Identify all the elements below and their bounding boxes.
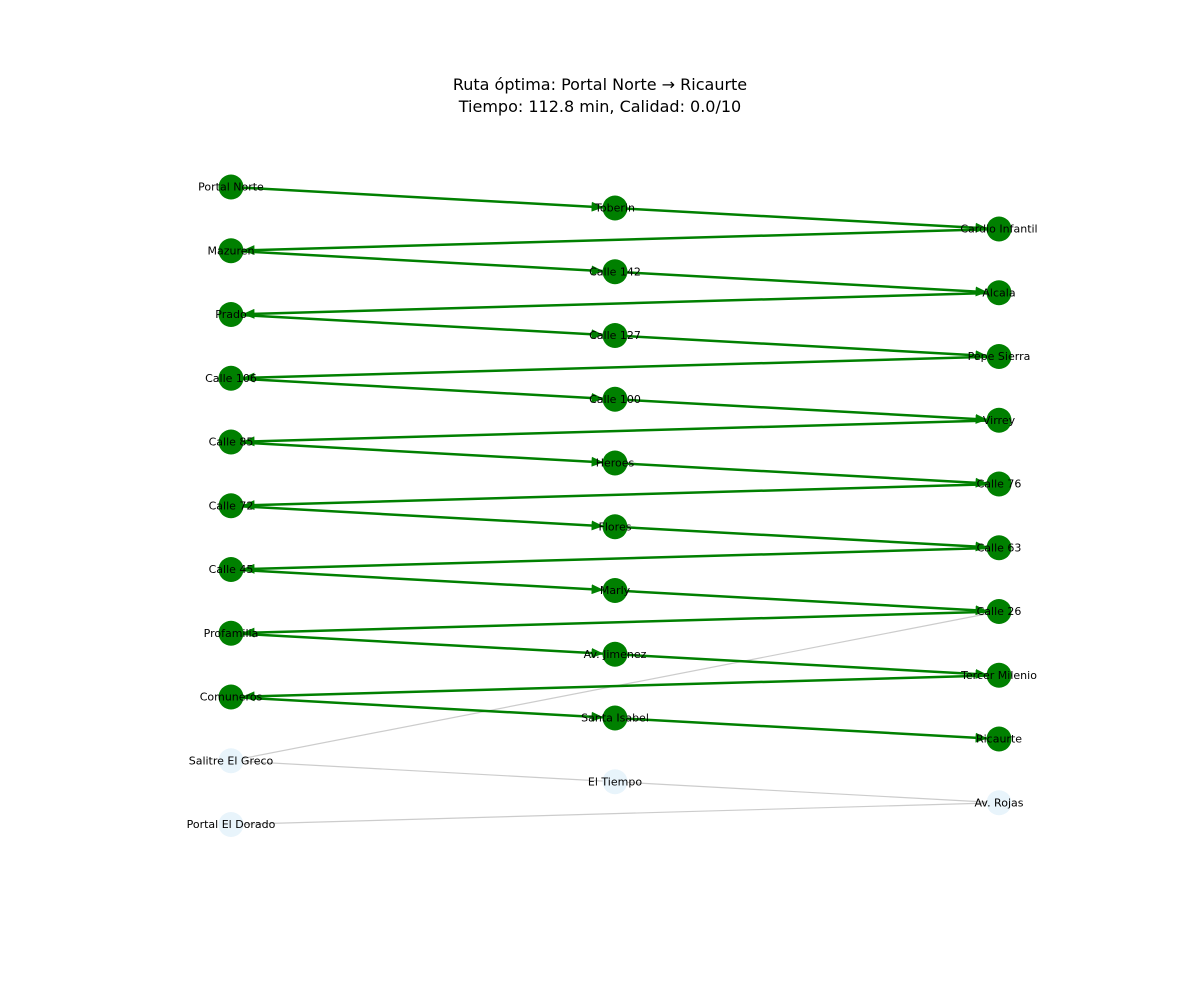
node-santa-isabel — [602, 705, 628, 731]
route-edge-calle-63-to-calle-45 — [242, 546, 1000, 574]
diagram-title: Ruta óptima: Portal Norte → Ricaurte Tie… — [0, 74, 1200, 118]
node-profamilia — [218, 620, 244, 646]
node-calle-106 — [218, 365, 244, 391]
route-edge-toberin-to-cardio-infantil — [614, 206, 988, 233]
node-salitre-el-greco — [218, 748, 244, 774]
route-edge-calle-142-to-alcala — [614, 270, 988, 297]
node-label-heroes: Heroes — [596, 457, 635, 470]
node-calle-127 — [602, 323, 628, 348]
node-label-virrey: Virrey — [983, 414, 1016, 427]
route-edge-portal-norte-to-toberin — [230, 185, 604, 212]
route-edge-av-jimenez-to-tercer-milenio — [614, 653, 988, 679]
node-portal-el-dorado — [218, 812, 244, 837]
node-prado — [218, 302, 244, 327]
node-label-el-tiempo: El Tiempo — [588, 775, 642, 788]
node-label-portal-el-dorado: Portal El Dorado — [187, 818, 276, 831]
node-label-profamilia: Profamilia — [204, 627, 259, 640]
route-edge-mazuren-to-calle-142 — [230, 249, 604, 276]
route-edge-calle-72-to-flores — [230, 504, 604, 531]
node-label-calle-106: Calle 106 — [205, 372, 257, 385]
node-label-portal-norte: Portal Norte — [198, 181, 264, 194]
node-label-calle-100: Calle 100 — [589, 393, 641, 406]
title-route: Ruta óptima: Portal Norte → Ricaurte — [452, 75, 748, 94]
node-label-pepe-sierra: Pepe Sierra — [968, 350, 1031, 363]
route-edge-pepe-sierra-to-calle-106 — [242, 355, 1000, 383]
node-label-calle-142: Calle 142 — [589, 265, 641, 278]
route-edge-calle-100-to-virrey — [614, 398, 988, 424]
route-edge-heroes-to-calle-76 — [614, 461, 988, 488]
route-edge-alcala-to-prado — [242, 291, 1000, 319]
node-av-jimenez — [602, 641, 628, 667]
node-portal-norte — [218, 174, 244, 200]
nodes-layer — [218, 174, 1012, 837]
node-marly — [602, 578, 628, 603]
node-label-calle-76: Calle 76 — [977, 478, 1022, 491]
node-heroes — [602, 450, 628, 476]
route-edge-prado-to-calle-127 — [230, 313, 604, 340]
route-edge-santa-isabel-to-ricaurte — [614, 716, 988, 743]
node-el-tiempo — [602, 769, 628, 795]
node-virrey — [986, 407, 1012, 433]
route-edge-calle-76-to-calle-72 — [242, 482, 1000, 511]
node-calle-100 — [602, 386, 628, 412]
route-edges-layer — [230, 185, 1000, 743]
title-stats: Tiempo: 112.8 min, Calidad: 0.0/10 — [458, 97, 742, 116]
route-edge-calle-45-to-marly — [230, 568, 604, 595]
edge-portal-el-dorado-to-av-rojas — [230, 802, 1000, 826]
route-edge-flores-to-calle-63 — [614, 525, 988, 552]
route-edge-marly-to-calle-26 — [614, 589, 988, 616]
node-label-marly: Marly — [600, 584, 631, 597]
node-label-calle-26: Calle 26 — [977, 605, 1022, 618]
node-ricaurte — [986, 726, 1012, 752]
node-label-comuneros: Comuneros — [200, 691, 263, 704]
node-label-tercer-milenio: Tercer Milenio — [960, 669, 1037, 682]
route-edge-calle-127-to-pepe-sierra — [614, 334, 988, 361]
node-label-toberin: Toberin — [594, 202, 635, 215]
node-label-calle-127: Calle 127 — [589, 329, 641, 342]
node-calle-142 — [602, 259, 628, 285]
route-edge-virrey-to-calle-85 — [242, 419, 1000, 447]
node-toberin — [602, 195, 628, 221]
route-edge-profamilia-to-av-jimenez — [230, 632, 604, 658]
node-calle-76 — [986, 471, 1012, 497]
node-label-av-rojas: Av. Rojas — [975, 796, 1024, 809]
node-label-ricaurte: Ricaurte — [976, 733, 1022, 746]
route-edge-calle-26-to-profamilia — [242, 610, 1000, 638]
node-label-av-jimenez: Av. Jimenez — [584, 648, 647, 661]
node-label-calle-85: Calle 85 — [209, 436, 254, 449]
node-label-mazuren: Mazuren — [208, 244, 255, 257]
node-label-flores: Flores — [599, 520, 632, 533]
node-comuneros — [218, 684, 244, 710]
route-edge-comuneros-to-santa-isabel — [230, 695, 604, 722]
node-cardio-infantil — [986, 216, 1012, 242]
node-calle-72 — [218, 493, 244, 519]
node-label-santa-isabel: Santa Isabel — [581, 712, 649, 725]
node-calle-63 — [986, 535, 1012, 561]
node-label-alcala: Alcala — [982, 286, 1015, 299]
node-calle-85 — [218, 429, 244, 455]
node-flores — [602, 514, 628, 540]
node-calle-26 — [986, 599, 1012, 624]
node-label-salitre-el-greco: Salitre El Greco — [189, 754, 274, 767]
route-edge-calle-85-to-heroes — [230, 440, 604, 467]
node-label-calle-63: Calle 63 — [977, 541, 1022, 554]
node-label-calle-45: Calle 45 — [209, 563, 254, 576]
route-edge-tercer-milenio-to-comuneros — [242, 674, 1000, 702]
node-calle-45 — [218, 557, 244, 582]
node-pepe-sierra — [986, 344, 1012, 369]
node-av-rojas — [986, 790, 1012, 816]
node-tercer-milenio — [986, 662, 1012, 688]
node-alcala — [986, 280, 1012, 306]
route-edge-cardio-infantil-to-mazuren — [242, 227, 1000, 256]
node-mazuren — [218, 238, 244, 264]
node-label-prado: Prado — [215, 308, 247, 321]
node-label-calle-72: Calle 72 — [209, 499, 254, 512]
route-edge-calle-106-to-calle-100 — [230, 377, 604, 403]
node-label-cardio-infantil: Cardio Infantil — [960, 223, 1037, 236]
